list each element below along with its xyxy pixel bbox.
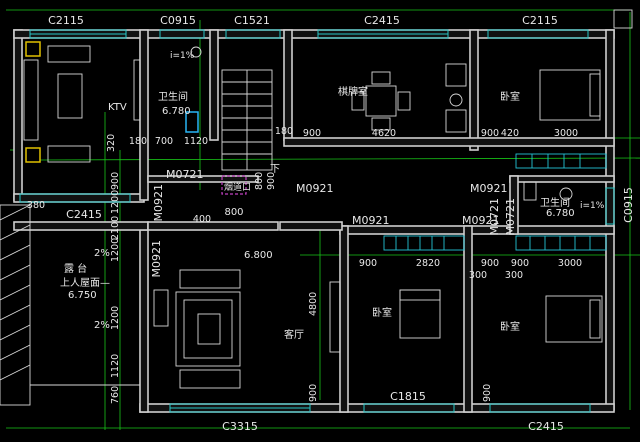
shaft-width-label: 800 bbox=[224, 207, 243, 218]
window-label-bottom1: C3315 bbox=[222, 420, 258, 433]
room-bath1-slope: i=1% bbox=[170, 51, 195, 61]
dim-3000b: 3000 bbox=[558, 258, 582, 269]
dim-1200: 1200 bbox=[110, 190, 121, 214]
door-label-d3: M0921 bbox=[470, 182, 508, 195]
dim-760: 760 bbox=[110, 386, 121, 404]
dim-2820: 2820 bbox=[416, 258, 440, 269]
dim-180a: 180 bbox=[129, 136, 147, 147]
room-bath1: 卫生间 bbox=[158, 90, 188, 103]
dim-900f: 900 bbox=[511, 258, 529, 269]
dim-4800: 4800 bbox=[308, 292, 319, 316]
door-label-d1: M0721 bbox=[166, 168, 204, 181]
walls bbox=[13, 29, 615, 413]
dim-320: 320 bbox=[106, 134, 117, 152]
windows bbox=[19, 29, 615, 413]
dim-900a: 900 bbox=[303, 128, 321, 139]
room-bath2-elev: 6.780 bbox=[546, 208, 575, 219]
dim-4620: 4620 bbox=[372, 128, 396, 139]
slope-label-2: 2% bbox=[94, 320, 110, 331]
door-label-v2: M0721 bbox=[504, 198, 517, 236]
window-label-right-mid: C0915 bbox=[622, 187, 635, 223]
dim-800: 800 bbox=[254, 172, 265, 190]
dim-400: 400 bbox=[193, 214, 211, 225]
dim-180b: 180 bbox=[275, 126, 293, 137]
dim-420: 420 bbox=[501, 128, 519, 139]
window-label-top2: C0915 bbox=[160, 14, 196, 27]
terrace-elev: 6.750 bbox=[68, 290, 97, 301]
window-label-left-mid: C2415 bbox=[66, 208, 102, 221]
window-label-top3: C1521 bbox=[234, 14, 270, 27]
dim-300a: 300 bbox=[469, 270, 487, 281]
living-sofa-set bbox=[153, 269, 341, 389]
dim-900e: 900 bbox=[481, 258, 499, 269]
terrace-sub: 上人屋面— bbox=[60, 277, 110, 289]
dim-1120: 1120 bbox=[184, 136, 208, 147]
dim-2100: 2100 bbox=[110, 216, 121, 240]
door-label-d2: M0921 bbox=[296, 182, 334, 195]
room-bedroom-tr: 卧室 bbox=[500, 90, 520, 103]
window-label-top4: C2415 bbox=[364, 14, 400, 27]
window-label-bottom2: C1815 bbox=[390, 390, 426, 403]
wardrobes bbox=[383, 153, 607, 251]
staircase bbox=[221, 69, 273, 171]
window-label-top5: C2115 bbox=[522, 14, 558, 27]
bath1-fixtures bbox=[185, 46, 202, 133]
room-living-elev: 6.800 bbox=[244, 250, 273, 261]
chess-table bbox=[351, 63, 467, 133]
dim-900g: 900 bbox=[308, 384, 319, 402]
terrace-hatch bbox=[0, 204, 140, 406]
room-bath2: 卫生间 bbox=[540, 196, 570, 209]
bath2-fixtures bbox=[523, 181, 573, 201]
dim-900h: 900 bbox=[482, 384, 493, 402]
stair-down-label: 下 bbox=[270, 164, 280, 175]
shaft-label: 烟道口 bbox=[224, 181, 251, 193]
dim-900b: 900 bbox=[481, 128, 499, 139]
door-label-v1: M0921 bbox=[152, 184, 165, 222]
door-label-v4: M0721 bbox=[488, 198, 501, 236]
dim-900d: 900 bbox=[359, 258, 377, 269]
door-label-d5: M0921 bbox=[462, 214, 500, 227]
room-bath2-slope: i=1% bbox=[580, 201, 605, 211]
window-label-top1: C2115 bbox=[48, 14, 84, 27]
dim-380: 380 bbox=[27, 200, 45, 211]
dim-3000a: 3000 bbox=[554, 128, 578, 139]
dim-900c: 900 bbox=[266, 172, 277, 190]
dim-1200b: 1200 bbox=[110, 238, 121, 262]
room-ktv: KTV bbox=[108, 102, 127, 113]
dim-700: 700 bbox=[155, 136, 173, 147]
beds bbox=[399, 69, 603, 343]
door-label-v3: M0921 bbox=[150, 240, 163, 278]
room-bedroom-bm: 卧室 bbox=[372, 306, 392, 319]
room-living: 客厅 bbox=[284, 328, 304, 341]
slope-label-1: 2% bbox=[94, 248, 110, 259]
door-label-d4: M0921 bbox=[352, 214, 390, 227]
terrace-label: 露 台 bbox=[64, 262, 87, 275]
window-label-bottom3: C2415 bbox=[528, 420, 564, 433]
room-chess: 棋牌室 bbox=[338, 85, 368, 98]
room-bath1-elev: 6.780 bbox=[162, 106, 191, 117]
room-bedroom-br: 卧室 bbox=[500, 320, 520, 333]
dim-900v: 900 bbox=[110, 172, 121, 190]
corner-mark bbox=[613, 9, 633, 29]
dim-1120b: 1120 bbox=[110, 354, 121, 378]
shaft-box bbox=[221, 175, 247, 195]
dim-1200c: 1200 bbox=[110, 306, 121, 330]
dim-300b: 300 bbox=[505, 270, 523, 281]
ktv-furniture bbox=[23, 41, 141, 163]
